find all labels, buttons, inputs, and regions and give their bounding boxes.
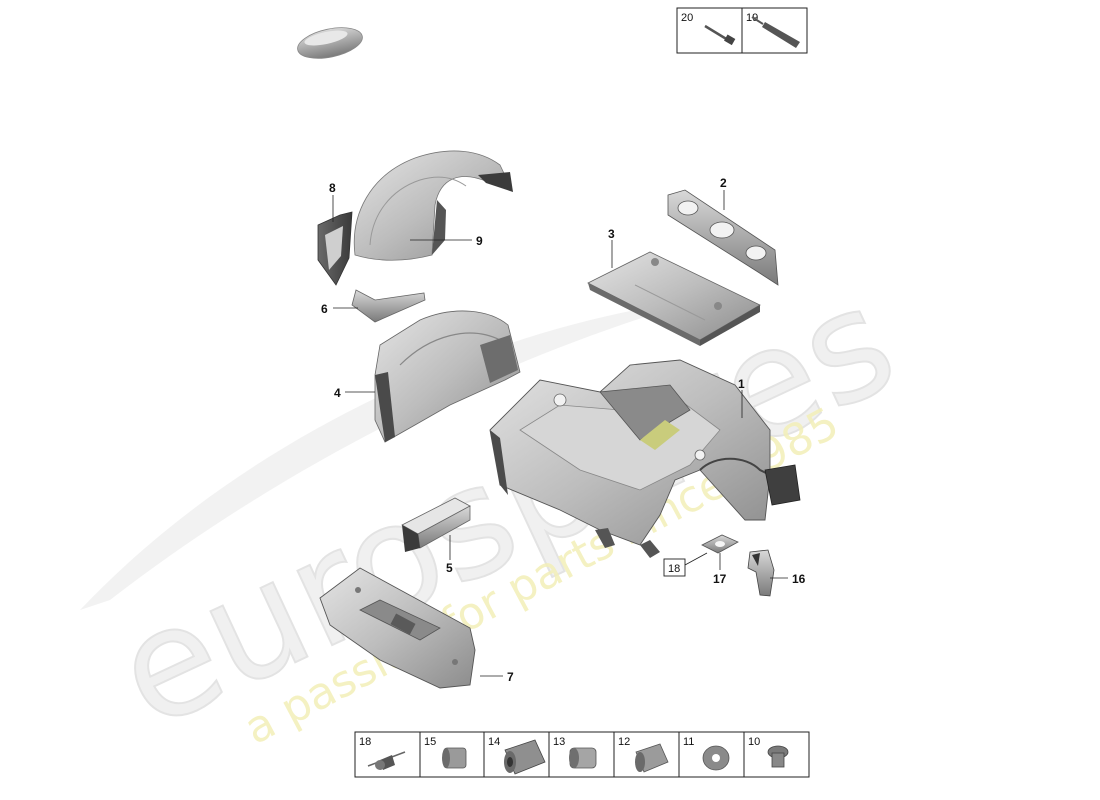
callout-6[interactable]: 6	[321, 302, 328, 316]
part-1-rear-body-shell[interactable]	[489, 359, 801, 558]
callout-1[interactable]: 1	[738, 377, 745, 391]
top-reference-table: 20 19	[676, 7, 808, 54]
rivet-nut-icon	[442, 747, 467, 769]
part-3-floor-panel[interactable]	[587, 251, 761, 346]
top-table-number: 20	[681, 12, 693, 24]
bottom-table-number: 10	[748, 736, 760, 748]
bottom-table-cell[interactable]: 14	[488, 736, 546, 775]
sealant-tube-icon	[751, 16, 800, 48]
part-5-crash-box[interactable]	[401, 497, 471, 552]
bottom-table-number: 13	[553, 736, 565, 748]
boxed-reference-label: 18	[668, 563, 680, 575]
part-9-wheel-arch[interactable]	[353, 150, 513, 261]
top-table-cell[interactable]: 19	[746, 12, 800, 48]
top-table-cell[interactable]: 20	[681, 12, 736, 46]
flange-bolt-icon	[767, 745, 789, 768]
bottom-table-cell[interactable]: 12	[618, 736, 669, 773]
cap-component	[297, 27, 363, 59]
part-4-wheel-housing[interactable]	[374, 310, 521, 443]
part-7-rear-end-panel[interactable]	[319, 567, 476, 689]
bottom-table-number: 12	[618, 736, 630, 748]
washer-icon	[702, 745, 730, 771]
bottom-table-cell[interactable]: 10	[748, 736, 789, 768]
part-16-bracket[interactable]	[747, 549, 775, 597]
callouts: 1 2 3 4 5 6 7 8 9 16 17 18	[321, 176, 806, 684]
large-rivet-nut-icon	[504, 739, 546, 775]
callout-4[interactable]: 4	[334, 386, 341, 400]
callout-17[interactable]: 17	[713, 572, 727, 586]
part-8-bracket[interactable]	[317, 211, 353, 286]
leader-lines	[332, 190, 788, 677]
callout-9[interactable]: 9	[476, 234, 483, 248]
part-6-sill-piece[interactable]	[351, 289, 426, 323]
bottom-table-number: 18	[359, 736, 371, 748]
bottom-table-cell[interactable]: 18	[359, 736, 406, 770]
callout-5[interactable]: 5	[446, 561, 453, 575]
boxed-reference-18[interactable]: 18	[663, 558, 686, 577]
rivet-tool-icon	[704, 24, 736, 46]
bottom-table-number: 14	[488, 736, 500, 748]
callout-3[interactable]: 3	[608, 227, 615, 241]
part-17-plate[interactable]	[701, 534, 739, 554]
bottom-table-number: 15	[424, 736, 436, 748]
callout-8[interactable]: 8	[329, 181, 336, 195]
bottom-reference-table: 18 15 14 13	[354, 731, 810, 778]
bottom-table-cell[interactable]: 15	[424, 736, 467, 769]
callout-16[interactable]: 16	[792, 572, 806, 586]
callout-7[interactable]: 7	[507, 670, 514, 684]
bottom-table-cell[interactable]: 11	[683, 736, 730, 771]
threaded-insert-icon	[569, 747, 597, 769]
blind-rivet-icon	[367, 751, 406, 770]
sleeve-icon	[635, 743, 669, 773]
bottom-table-cell[interactable]: 13	[553, 736, 597, 769]
bottom-table-number: 11	[683, 736, 694, 748]
part-2-rear-panel[interactable]	[667, 189, 779, 286]
callout-2[interactable]: 2	[720, 176, 727, 190]
